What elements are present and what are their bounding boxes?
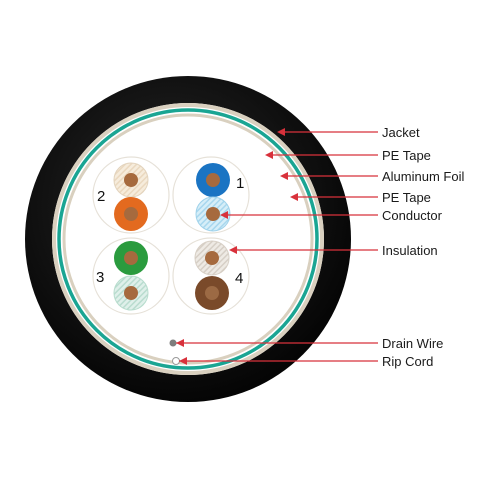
conductor-white-green: [124, 286, 138, 300]
conductor-white-orange: [124, 173, 138, 187]
pair-number-3: 3: [96, 269, 104, 286]
conductor-white-brown: [205, 251, 219, 265]
pe-tape-inner-layer: [62, 113, 314, 365]
pair-3: [113, 241, 149, 311]
pair-4: [194, 240, 230, 310]
label-aluminum-foil: Aluminum Foil: [382, 169, 464, 184]
pair-2-outline: [92, 156, 170, 234]
conductor-white-blue: [206, 207, 220, 221]
arrowhead-conductor: [220, 211, 228, 219]
pair-1-outline: [172, 156, 250, 234]
arrowhead-rip-cord: [179, 357, 187, 365]
pair-2: [113, 162, 149, 231]
label-jacket: Jacket: [382, 125, 420, 140]
conductor-green: [124, 251, 138, 265]
arrowhead-drain-wire: [176, 339, 184, 347]
drain-wire: [169, 339, 177, 347]
label-rip-cord: Rip Cord: [382, 354, 433, 369]
rip-cord: [172, 357, 180, 365]
pair-4-outline: [172, 237, 250, 315]
pair-number-2: 2: [97, 188, 105, 205]
arrowhead-pe-tape-inner: [290, 193, 298, 201]
aluminum-foil-layer: [57, 108, 319, 370]
pair-number-1: 1: [236, 175, 244, 192]
conductor-brown: [205, 286, 219, 300]
arrowhead-insulation: [229, 246, 237, 254]
arrowhead-pe-tape-outer: [265, 151, 273, 159]
label-pe-tape-outer: PE Tape: [382, 148, 431, 163]
pair-1: [195, 163, 231, 232]
pair-number-4: 4: [235, 270, 243, 287]
arrowhead-aluminum-foil: [280, 172, 288, 180]
label-pe-tape-inner: PE Tape: [382, 190, 431, 205]
pair-3-outline: [92, 237, 170, 315]
label-drain-wire: Drain Wire: [382, 336, 443, 351]
conductor-orange: [124, 207, 138, 221]
arrowhead-jacket: [277, 128, 285, 136]
label-insulation: Insulation: [382, 243, 438, 258]
label-conductor: Conductor: [382, 208, 443, 223]
pe-tape-outer-layer: [52, 103, 324, 375]
conductor-blue: [206, 173, 220, 187]
